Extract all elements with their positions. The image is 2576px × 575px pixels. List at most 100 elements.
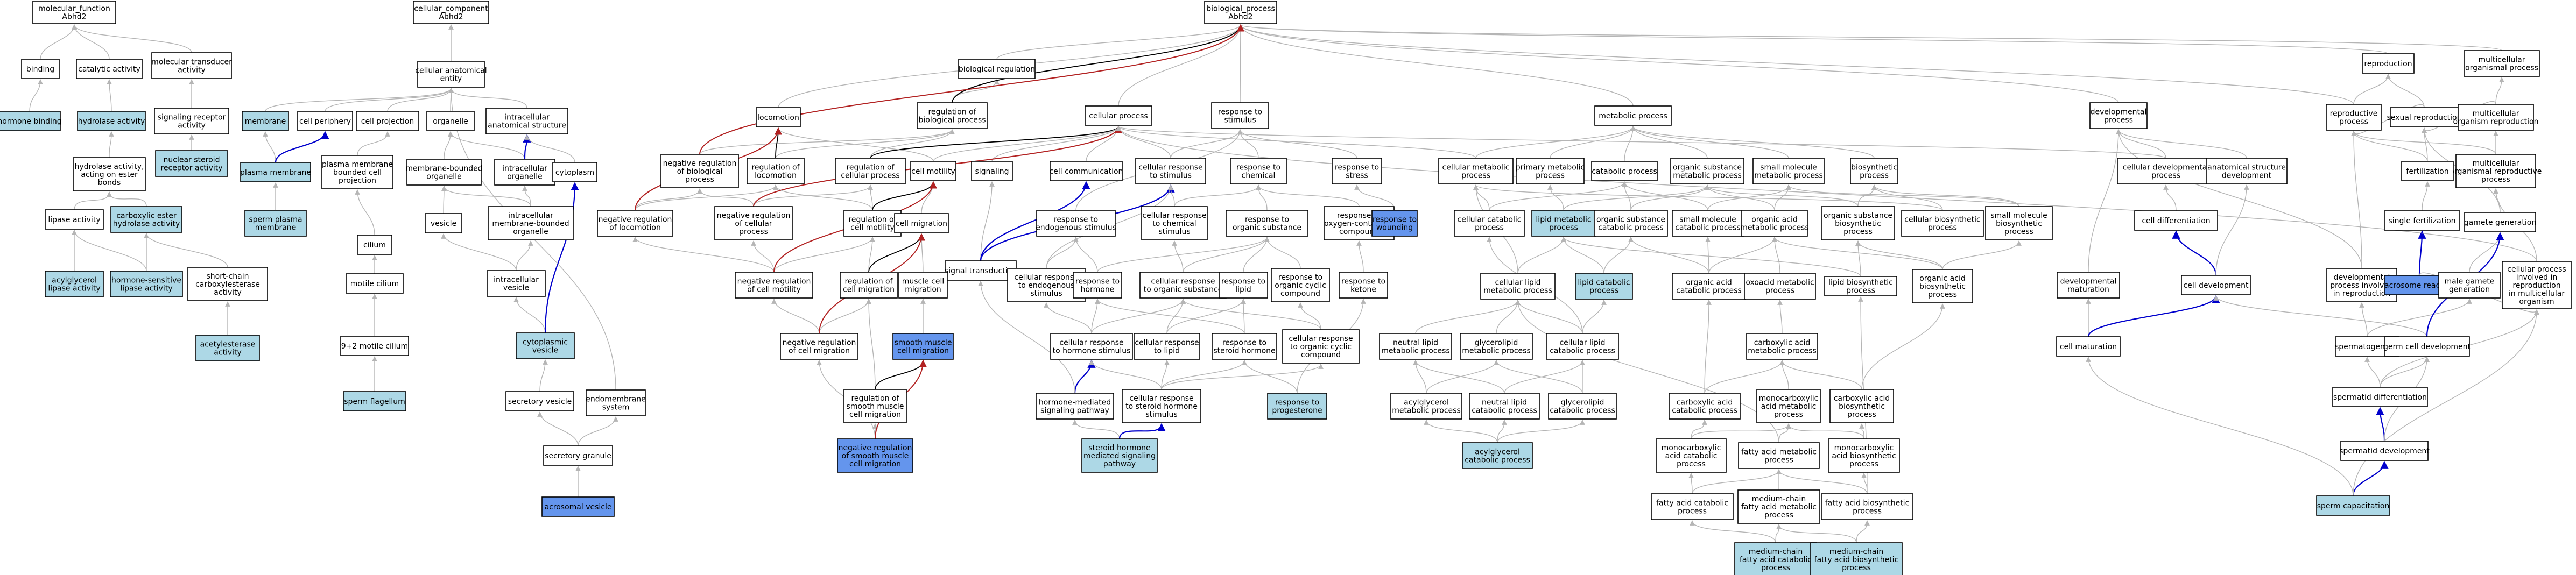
- go-node-cellmig[interactable]: cell migration: [894, 213, 949, 233]
- go-node-cilium[interactable]: cilium: [357, 235, 392, 255]
- go-node-gametegen[interactable]: gamete generation: [2464, 212, 2536, 232]
- go-node-bioreg[interactable]: biological regulation: [958, 59, 1036, 79]
- go-node-celldiff[interactable]: cell differentiation: [2134, 210, 2218, 231]
- go-node-locomotion[interactable]: locomotion: [756, 107, 801, 127]
- go-node-germdev[interactable]: germ cell development: [2383, 336, 2471, 357]
- go-node-hormbind[interactable]: hormone binding: [0, 111, 62, 131]
- go-node-sigtrans[interactable]: signal transduction: [945, 260, 1017, 281]
- go-node-celldev[interactable]: cell development: [2181, 275, 2251, 295]
- go-node-hydrolase[interactable]: hydrolase activity: [77, 111, 146, 131]
- go-node-cellproc[interactable]: cellular process: [1085, 105, 1152, 126]
- go-node-acrosomal[interactable]: acrosomal vesicle: [541, 496, 615, 517]
- go-node-metab[interactable]: metabolic process: [1594, 105, 1672, 126]
- go-node-catalytic[interactable]: catalytic activity: [76, 59, 143, 79]
- go-node-spermcap[interactable]: sperm capacitation: [2316, 495, 2390, 516]
- go-node-sexrep[interactable]: sexual reproduction: [2387, 107, 2462, 127]
- go-node-flagellum[interactable]: sperm flagellum: [343, 391, 406, 411]
- go-node-organelle[interactable]: organelle: [426, 111, 475, 131]
- go-node-cellmat[interactable]: cell maturation: [2056, 336, 2121, 357]
- go-node-binding[interactable]: binding: [21, 59, 60, 79]
- go-node-pmem[interactable]: plasma membrane: [240, 162, 311, 182]
- go-node-spermatiddiff[interactable]: spermatid differentiation: [2332, 387, 2428, 407]
- go-node-catab[interactable]: catabolic process: [1591, 161, 1658, 181]
- go-node-secgran[interactable]: secretory granule: [543, 445, 613, 466]
- go-node-cellcomm[interactable]: cell communication: [1050, 161, 1123, 181]
- go-node-ninetwo[interactable]: 9+2 motile cilium: [340, 336, 409, 356]
- go-node-cytoplasm[interactable]: cytoplasm: [552, 162, 597, 182]
- go-node-fertilization[interactable]: fertilization: [2401, 161, 2454, 181]
- go-node-membrane[interactable]: membrane: [242, 111, 289, 131]
- go-node-vesicle[interactable]: vesicle: [425, 213, 462, 233]
